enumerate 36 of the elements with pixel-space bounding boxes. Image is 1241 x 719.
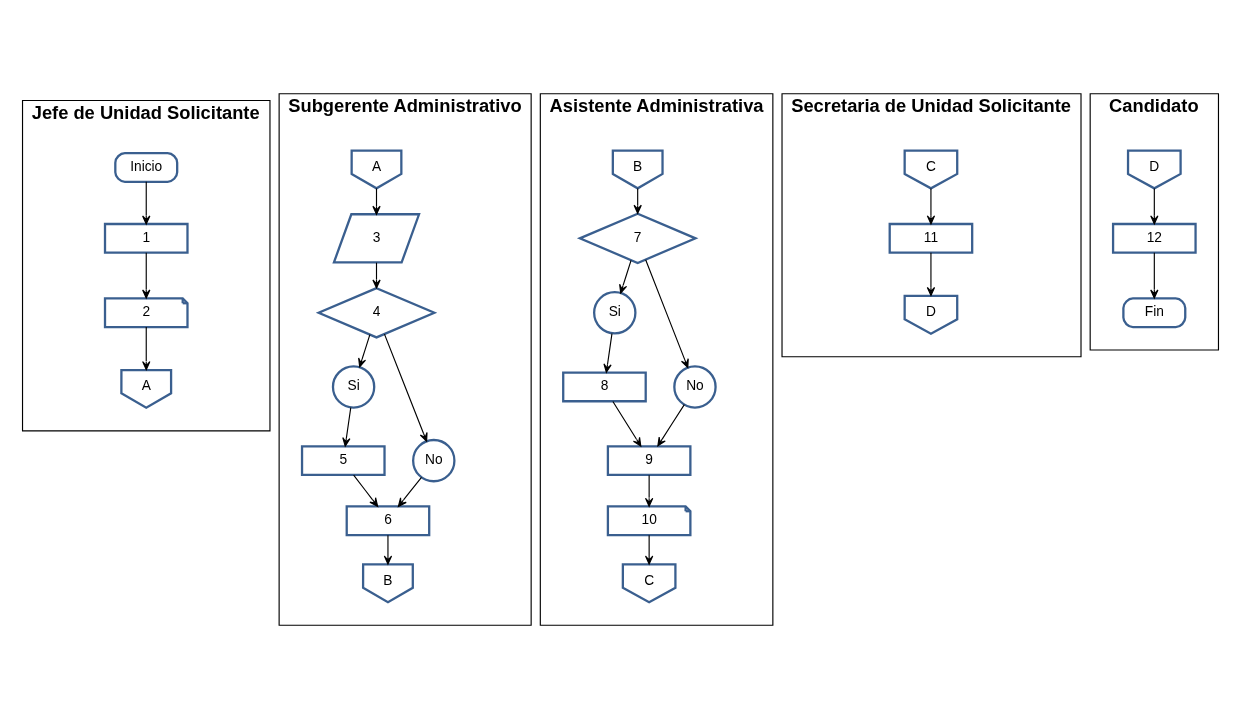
node-circle: No <box>673 365 717 409</box>
arrow <box>142 181 151 225</box>
node-box: Inicio <box>114 152 179 183</box>
arrow <box>1150 252 1159 299</box>
arrow <box>383 333 428 442</box>
node-circle: No <box>412 438 456 483</box>
arrow <box>353 474 379 507</box>
arrow <box>619 259 632 294</box>
arrow <box>926 252 936 297</box>
node-circle: Si <box>593 291 637 335</box>
arrow <box>603 332 613 373</box>
node-box: 8 <box>562 371 647 403</box>
node-diamond: 7 <box>576 212 699 265</box>
arrow <box>358 334 371 368</box>
arrow <box>397 476 423 507</box>
node-box: 6 <box>345 505 431 537</box>
node-box: Fin <box>1122 297 1187 329</box>
arrow <box>372 187 381 215</box>
arrow <box>342 407 352 447</box>
arrow <box>645 259 689 368</box>
node-diamond: 4 <box>315 286 438 339</box>
arrow <box>612 400 642 447</box>
arrow <box>142 326 151 371</box>
node-box: 5 <box>300 445 386 477</box>
arrow <box>142 252 151 299</box>
arrow <box>657 404 685 447</box>
node-box: 11 <box>888 222 974 254</box>
arrow <box>644 474 654 507</box>
node-box: 1 <box>103 222 189 254</box>
arrow <box>383 534 393 565</box>
arrow <box>1150 187 1159 225</box>
arrow <box>644 534 654 565</box>
arrow <box>926 187 936 225</box>
node-box: 9 <box>606 445 692 477</box>
node-box: 12 <box>1111 222 1197 254</box>
node-circle: Si <box>331 365 376 409</box>
